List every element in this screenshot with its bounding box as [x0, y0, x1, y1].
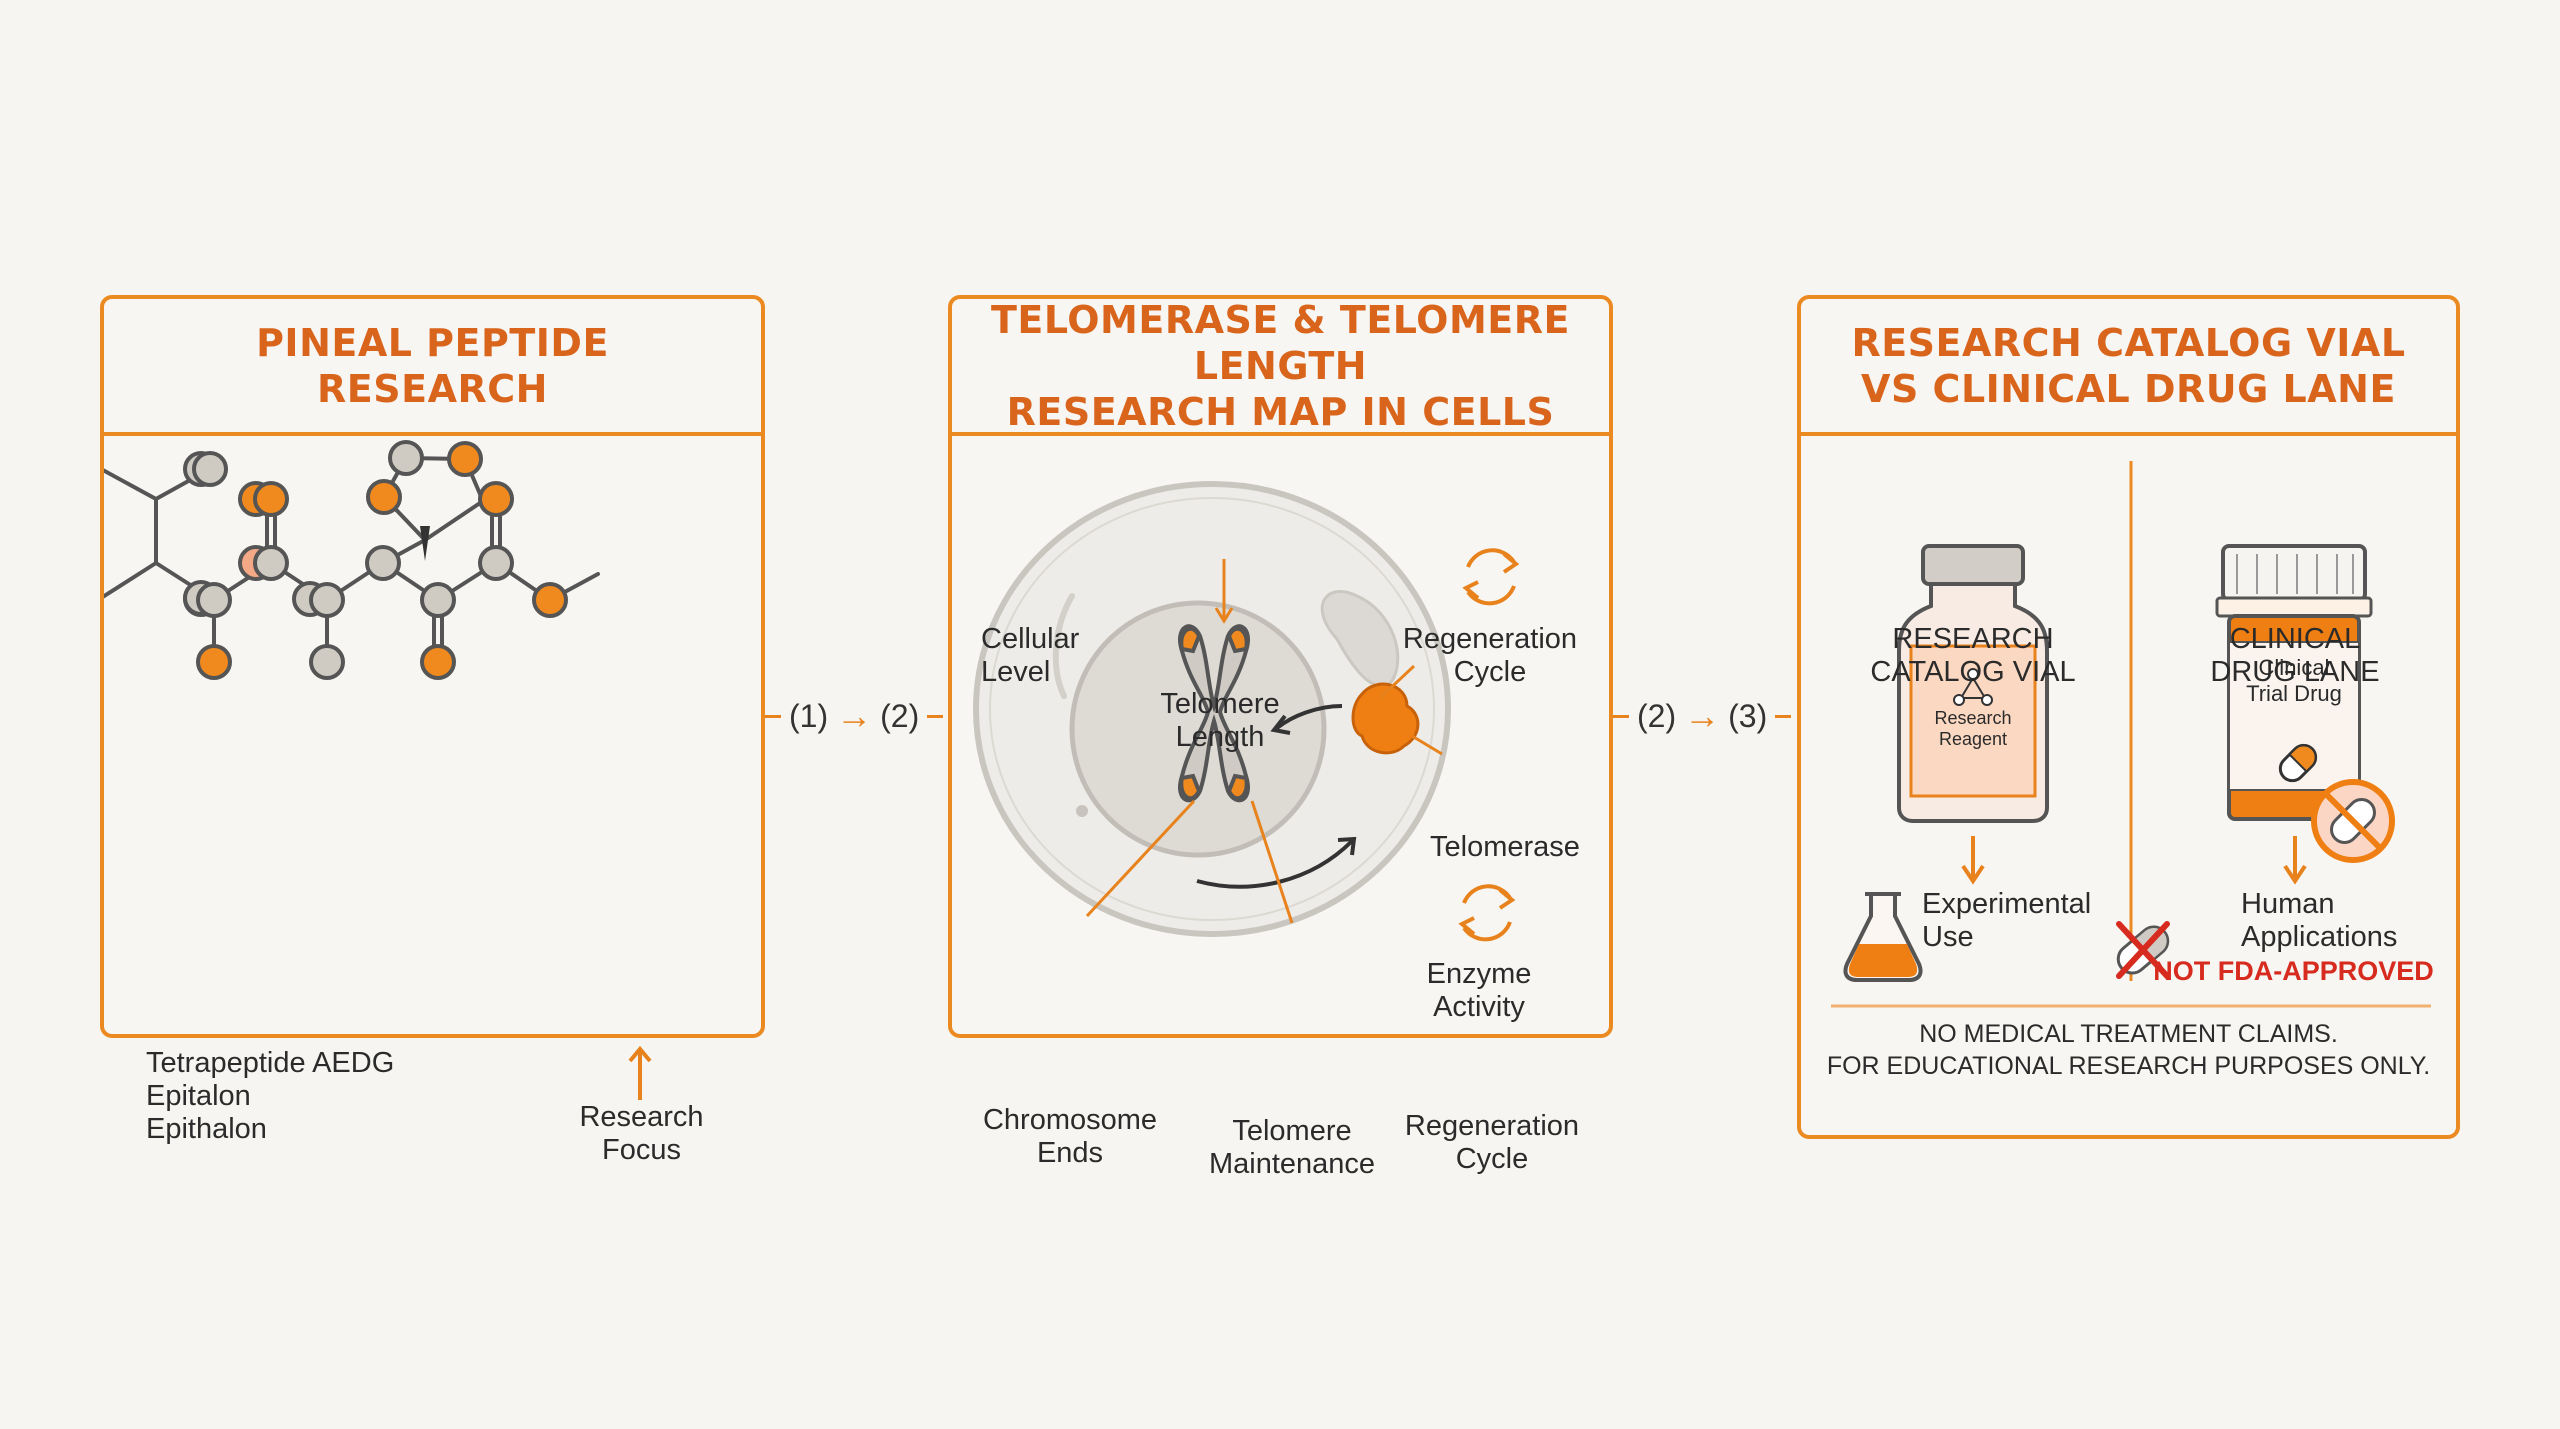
panel-vial-vs-clinical: RESEARCH CATALOG VIAL VS CLINICAL DRUG L…	[1797, 295, 2460, 1139]
experimental-use-label: Experimental Use	[1922, 888, 2092, 953]
research-catalog-vial-heading: RESEARCH CATALOG VIAL	[1870, 623, 2076, 688]
panel-title: PINEAL PEPTIDE RESEARCH	[256, 320, 609, 411]
panel-body: Cellular Level Telomere Length Regenerat…	[952, 436, 1609, 1180]
chromosome-ends-label: Chromosome Ends	[982, 1104, 1158, 1169]
regeneration-cycle-bottom-label: Regeneration Cycle	[1404, 1110, 1580, 1175]
step-from: (1)	[789, 697, 829, 734]
cellular-level-label: Cellular Level	[981, 623, 1080, 688]
arrow-right-icon: →	[836, 695, 873, 736]
not-fda-approved-label: NOT FDA-APPROVED	[2153, 956, 2434, 986]
connector-dash	[765, 714, 781, 718]
cycle-arrows-icon	[1458, 548, 1520, 942]
connector-dash	[927, 714, 944, 718]
crossed-pill-icon	[2116, 921, 2170, 979]
disclaimer-line-1: NO MEDICAL TREATMENT CLAIMS.	[1919, 1020, 2338, 1048]
enzyme-activity-label: Enzyme Activity	[1426, 958, 1532, 1023]
panel-title: TELOMERASE & TELOMERE LENGTH RESEARCH MA…	[991, 297, 1570, 434]
panel-header: RESEARCH CATALOG VIAL VS CLINICAL DRUG L…	[1801, 299, 2456, 436]
regeneration-cycle-top-label: Regeneration Cycle	[1402, 623, 1578, 688]
vial-label: Research Reagent	[1934, 708, 2012, 749]
telomerase-label: Telomerase	[1430, 831, 1580, 863]
panel-title: RESEARCH CATALOG VIAL VS CLINICAL DRUG L…	[1851, 320, 2406, 411]
panel-header: TELOMERASE & TELOMERE LENGTH RESEARCH MA…	[952, 297, 1609, 436]
connector-1-to-2: (1) → (2)	[765, 694, 944, 738]
telomere-maintenance-label: Telomere Maintenance	[1208, 1115, 1376, 1180]
flask-icon	[1843, 892, 1923, 982]
peptide-names: Tetrapeptide AEDG Epitalon Epithalon	[146, 1047, 395, 1145]
connector-2-to-3: (2) → (3)	[1613, 694, 1792, 738]
panel-body: RESEARCH CATALOG VIAL CLINICAL DRUG LANE…	[1801, 436, 2456, 1135]
disclaimer-line-2: FOR EDUCATIONAL RESEARCH PURPOSES ONLY.	[1826, 1052, 2431, 1080]
connector-dash	[1613, 714, 1629, 718]
panel-pineal-peptide: PINEAL PEPTIDE RESEARCH	[100, 295, 765, 1166]
arrow-right-icon: →	[1684, 695, 1721, 736]
step-to: (3)	[1728, 697, 1768, 734]
arrow-up-icon	[628, 1045, 652, 1100]
vial-icon	[1897, 544, 2049, 823]
panel-body: Tetrapeptide AEDG Epitalon Epithalon Res…	[104, 436, 761, 1166]
research-focus-label: Research Focus	[579, 1101, 704, 1166]
clinical-drug-lane-heading: CLINICAL DRUG LANE	[2210, 623, 2380, 688]
molecule-structure-icon	[104, 440, 600, 680]
panel-telomerase-map: TELOMERASE & TELOMERE LENGTH RESEARCH MA…	[948, 295, 1613, 1180]
bottle-label: Clinical Trial Drug	[2246, 655, 2342, 706]
step-from: (2)	[1637, 697, 1677, 734]
prohibited-icon	[2311, 779, 2395, 863]
human-applications-label: Human Applications	[2241, 888, 2398, 953]
panel-header: PINEAL PEPTIDE RESEARCH	[104, 299, 761, 436]
pill-bottle-icon	[2215, 544, 2373, 821]
connector-dash	[1775, 714, 1792, 718]
telomere-length-label: Telomere Length	[1160, 688, 1280, 753]
telomerase-enzyme-icon	[1351, 682, 1420, 755]
step-to: (2)	[880, 697, 920, 734]
chromosome-icon	[1178, 624, 1250, 803]
